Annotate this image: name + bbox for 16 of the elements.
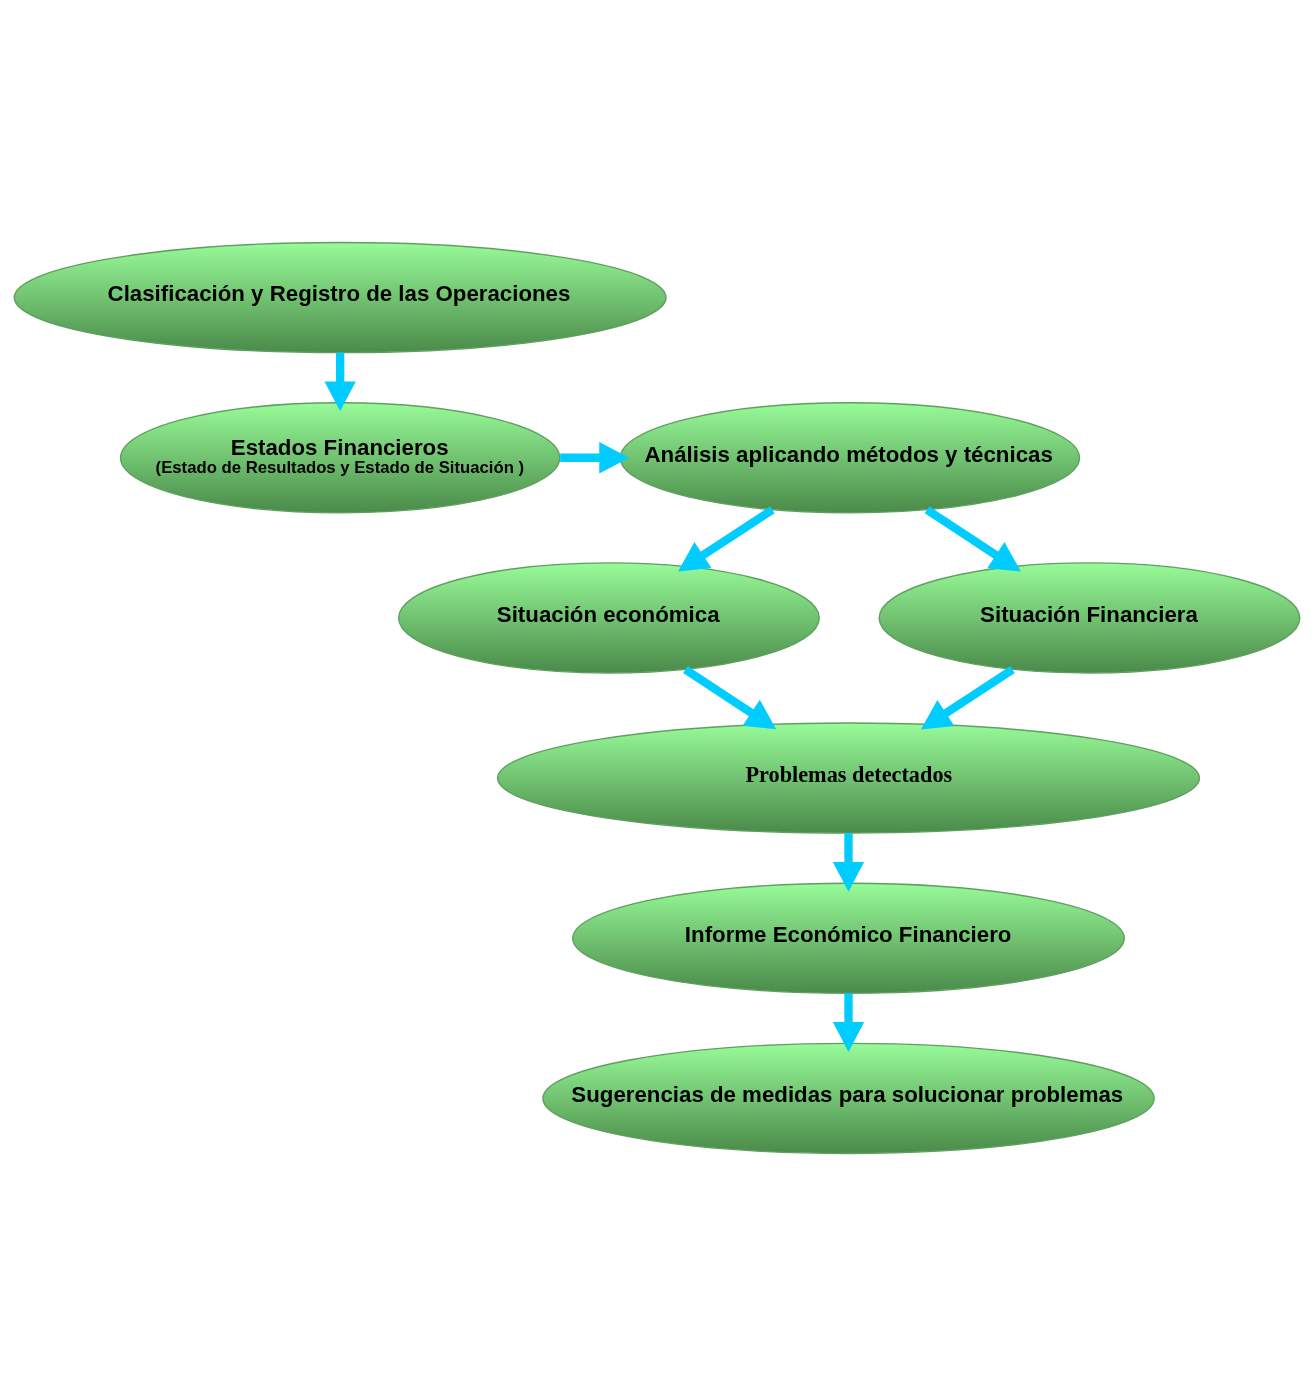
node-ellipse: Problemas detectados (496, 722, 1201, 834)
node-ellipse: Situación Financiera (878, 562, 1301, 674)
arrow (560, 442, 630, 474)
node-ellipse: Estados Financieros (Estado de Resultados y Estado de Situación ) (119, 402, 561, 514)
node-ellipse: Sugerencias de medidas para solucionar problemas (542, 1042, 1155, 1155)
arrow (920, 666, 1015, 730)
arrow (832, 993, 865, 1052)
arrow (678, 506, 775, 572)
arrow (683, 666, 777, 730)
node-ellipse: Situación económica (397, 562, 820, 674)
arrow (924, 506, 1021, 572)
node-ellipse: Análisis aplicando métodos y técnicas (619, 402, 1081, 514)
node-ellipse: Clasificación y Registro de las Operaciones (13, 241, 667, 354)
arrow (324, 352, 356, 412)
arrow (832, 833, 865, 892)
node-ellipse: Informe Económico Financiero (572, 882, 1125, 994)
